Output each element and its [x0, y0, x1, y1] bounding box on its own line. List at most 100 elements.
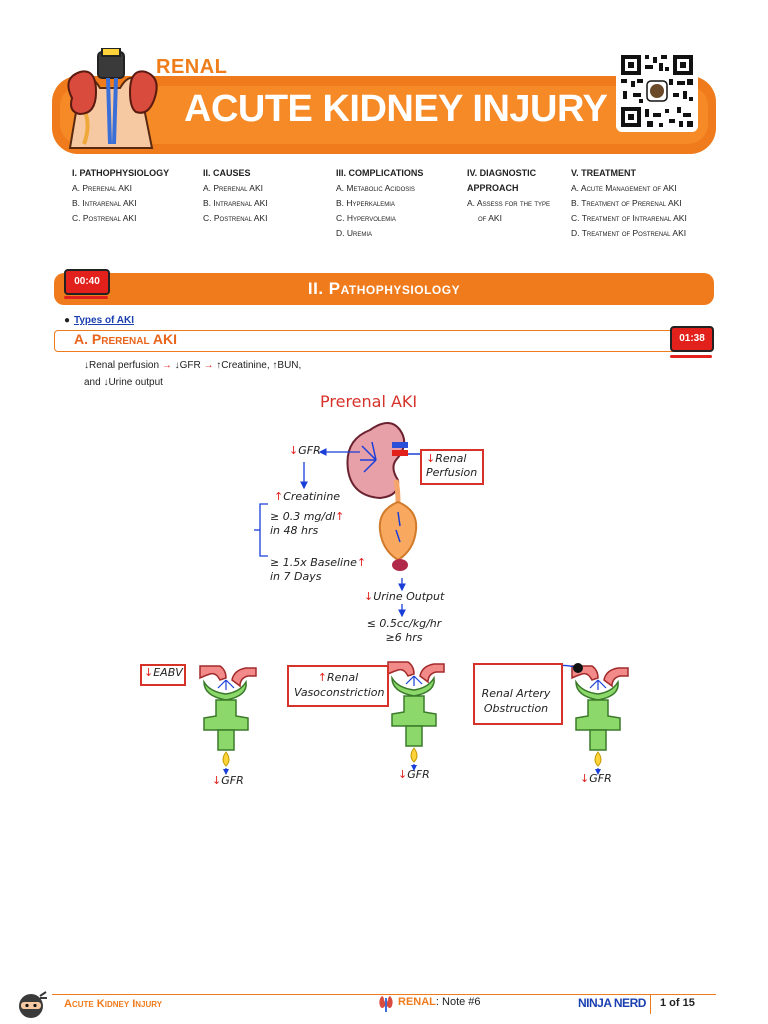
toc-column-treatment: V. TREATMENT A. Acute Management of AKI …: [571, 166, 687, 241]
renal-perfusion-box: [420, 449, 484, 485]
toc-item[interactable]: B. Treatment of Prerenal AKI: [571, 198, 682, 208]
bullet-icon: ●: [64, 315, 71, 326]
text-span: Renal: [327, 671, 359, 684]
gfr-result-label: ↓GFR: [580, 772, 612, 785]
text-span: Renal: [435, 452, 467, 465]
toc-item[interactable]: B. Hyperkalemia: [336, 198, 395, 208]
creatinine-criterion-2: ≥ 1.5x Baseline↑ in 7 Days: [270, 556, 366, 584]
down-arrow-icon: ↓: [580, 772, 590, 785]
qr-code[interactable]: [616, 50, 698, 132]
eabv-box: [140, 664, 186, 686]
toc-item[interactable]: D. Treatment of Postrenal AKI: [571, 228, 687, 238]
creatinine-label: ↑Creatinine: [274, 490, 340, 503]
ninja-nerd-logo: NINJA NERD: [578, 996, 646, 1010]
vasoconstriction-box: [287, 665, 389, 707]
toc-heading-cont[interactable]: APPROACH: [467, 183, 519, 193]
section-title: II. Pathophysiology: [307, 279, 461, 298]
body-text-line: ↓Renal perfusion → ↓GFR → ↑Creatinine, ↑…: [84, 360, 301, 371]
text-span: RENAL: [398, 996, 436, 1008]
down-arrow-icon: ↓: [144, 666, 154, 679]
up-arrow-icon: ↑: [274, 490, 284, 503]
toc-item[interactable]: C. Hypervolemia: [336, 213, 396, 223]
text-span: EABV: [153, 666, 183, 679]
toc-heading[interactable]: III. COMPLICATIONS: [336, 168, 424, 178]
gfr-label: ↓GFR: [289, 444, 321, 457]
footer-doc-title: Acute Kidney Injury: [64, 998, 163, 1010]
text-span: in 7 Days: [270, 570, 322, 583]
text-span: ↑Creatinine, ↑BUN,: [213, 360, 302, 371]
body-text-line: and ↓Urine output: [84, 377, 163, 388]
footer-divider: [52, 994, 716, 995]
toc-item[interactable]: A. Assess for the type: [467, 198, 551, 208]
toc-item[interactable]: C. Postrenal AKI: [203, 213, 268, 223]
text-span: ↓GFR: [171, 360, 204, 371]
text-span: ↓Renal perfusion: [84, 360, 162, 371]
down-arrow-icon: ↓: [426, 452, 436, 465]
down-arrow-icon: ↓: [364, 590, 374, 603]
down-arrow-icon: ↓: [212, 774, 222, 787]
gfr-text: GFR: [298, 444, 321, 457]
toc-item[interactable]: A. Prerenal AKI: [72, 183, 132, 193]
category-label: RENAL: [156, 56, 228, 78]
up-arrow-icon: ↑: [356, 556, 367, 569]
kidney-illustration-icon: [67, 48, 158, 149]
toc-heading[interactable]: IV. DIAGNOSTIC: [467, 168, 537, 178]
toc-column-diagnostic: IV. DIAGNOSTIC APPROACH A. Assess for th…: [467, 166, 550, 226]
video-timestamp-button[interactable]: 00:40: [64, 269, 110, 295]
gfr-result-label: ↓GFR: [398, 768, 430, 781]
toc-item[interactable]: B. Intrarenal AKI: [203, 198, 268, 208]
text-span: Urine Output: [373, 590, 445, 603]
gfr-result-label: ↓GFR: [212, 774, 244, 787]
timestamp-bar: [670, 355, 712, 358]
subsection-title: A. Prerenal AKI: [74, 331, 178, 347]
footer-separator: [650, 994, 651, 1014]
up-arrow-icon: ↑: [335, 510, 345, 523]
section-bar: [54, 273, 714, 305]
toc-heading[interactable]: V. TREATMENT: [571, 168, 637, 178]
text-span: GFR: [221, 774, 244, 787]
eabv-label: ↓EABV: [144, 666, 183, 679]
text-span: Perfusion: [426, 466, 478, 479]
footer-note: RENAL: Note #6: [398, 996, 481, 1008]
toc-item[interactable]: of AKI: [478, 213, 502, 223]
arrow-right-icon: →: [203, 360, 214, 371]
artery-obstruction-box: [473, 663, 563, 725]
header-banner-inner: [60, 86, 708, 144]
urine-output-criteria: ≤ 0.5cc/kg/hr≥6 hrs: [362, 617, 446, 645]
urine-output-label: ↓Urine Output: [364, 590, 444, 603]
toc-heading[interactable]: II. CAUSES: [203, 168, 251, 178]
text-span: : Note #6: [435, 996, 481, 1008]
types-of-aki-link[interactable]: Types of AKI: [74, 315, 135, 326]
toc-item[interactable]: A. Prerenal AKI: [203, 183, 263, 193]
toc-column-causes: II. CAUSES A. Prerenal AKI B. Intrarenal…: [203, 166, 268, 226]
text-span: Obstruction: [483, 702, 549, 715]
kidney-icon: [379, 996, 393, 1012]
text-span: ≥6 hrs: [385, 631, 423, 644]
text-span: ≥ 1.5x Baseline: [270, 556, 357, 569]
toc-item[interactable]: C. Treatment of Intrarenal AKI: [571, 213, 687, 223]
timestamp-bar: [64, 296, 108, 299]
toc-item[interactable]: A. Metabolic Acidosis: [336, 183, 415, 193]
page-title: ACUTE KIDNEY INJURY: [184, 88, 608, 130]
text-span: Renal Artery: [481, 687, 551, 700]
text-span: GFR: [407, 768, 430, 781]
up-arrow-icon: ↑: [317, 671, 328, 684]
toc-item[interactable]: C. Postrenal AKI: [72, 213, 137, 223]
toc-item[interactable]: D. Uremia: [336, 228, 373, 238]
text-span: GFR: [589, 772, 612, 785]
creatinine-criterion-1: ≥ 0.3 mg/dl↑in 48 hrs: [270, 510, 344, 538]
arrow-right-icon: →: [161, 360, 172, 371]
toc-item[interactable]: B. Intrarenal AKI: [72, 198, 137, 208]
page-number: 1 of 15: [660, 997, 695, 1009]
text-span: in 48 hrs: [270, 524, 319, 537]
down-arrow-icon: ↓: [289, 444, 299, 457]
toc-item[interactable]: A. Acute Management of AKI: [571, 183, 677, 193]
down-arrow-icon: ↓: [398, 768, 408, 781]
toc-heading[interactable]: I. PATHOPHYSIOLOGY: [72, 168, 170, 178]
prerenal-diagram: [254, 422, 424, 618]
video-timestamp-button[interactable]: 01:38: [670, 326, 714, 352]
text-span: ≤ 0.5cc/kg/hr: [366, 617, 442, 630]
